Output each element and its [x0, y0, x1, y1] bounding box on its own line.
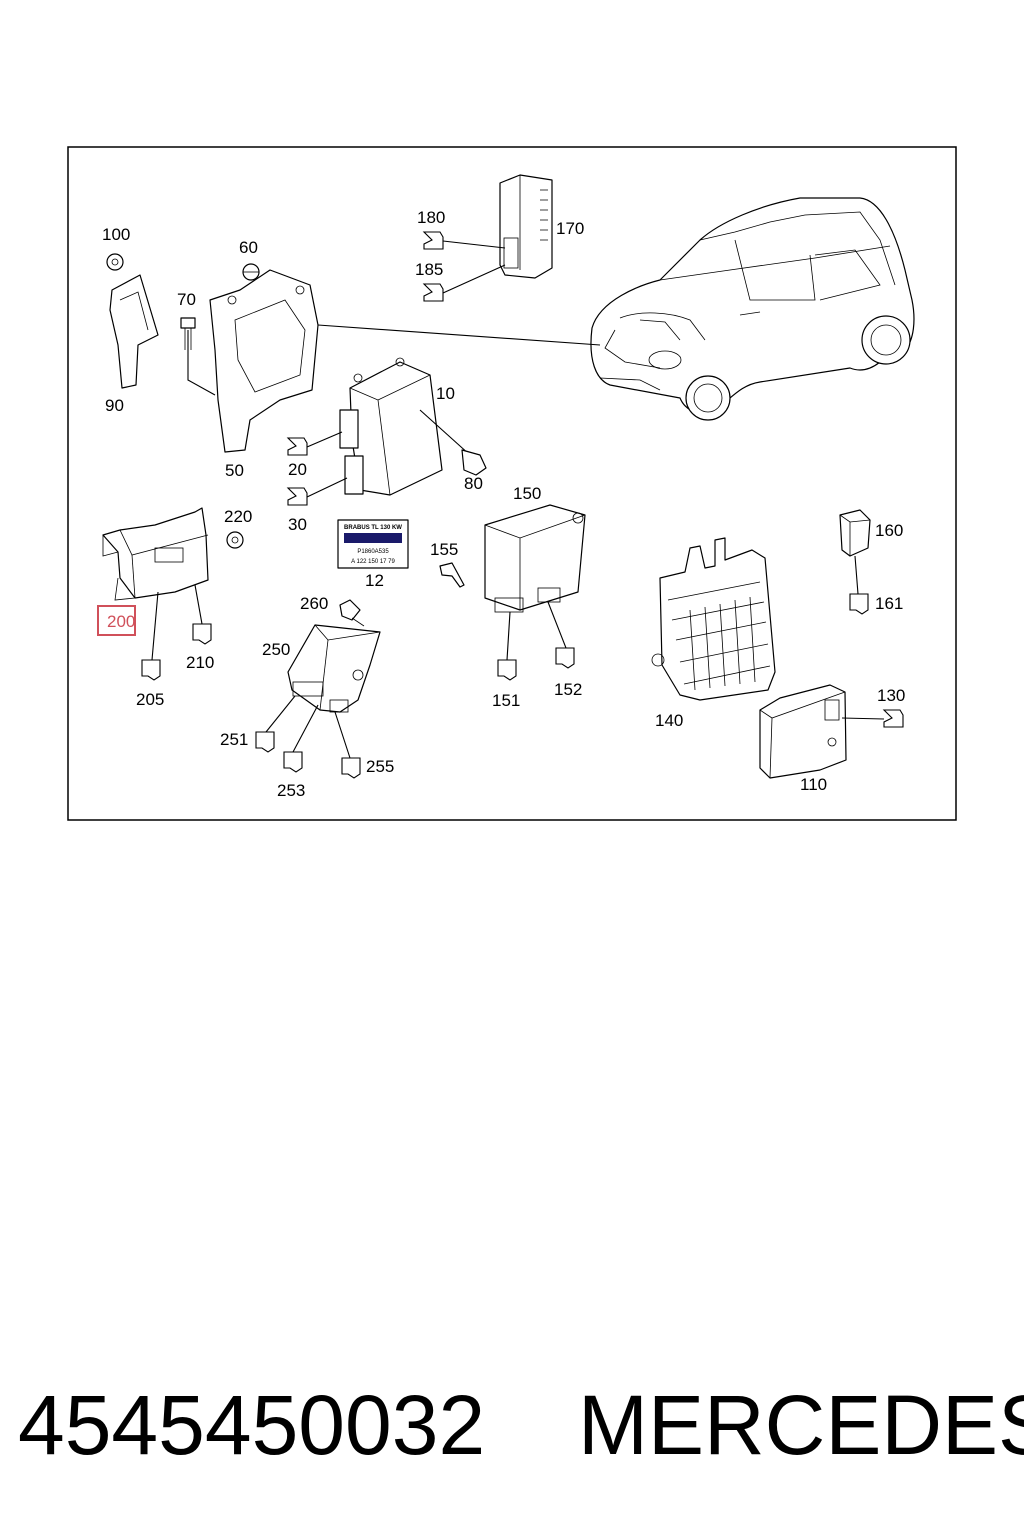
callout-250: 250 — [262, 640, 290, 659]
callout-255: 255 — [366, 757, 394, 776]
callout-220: 220 — [224, 507, 252, 526]
callout-60: 60 — [239, 238, 258, 257]
callout-140: 140 — [655, 711, 683, 730]
module-150 — [439, 504, 586, 681]
callout-150: 150 — [513, 484, 541, 503]
callout-205: 205 — [136, 690, 164, 709]
callout-90: 90 — [105, 396, 124, 415]
diagram-frame — [67, 146, 957, 821]
callout-80: 80 — [464, 474, 483, 493]
module-250 — [255, 599, 381, 779]
callout-185: 185 — [415, 260, 443, 279]
callout-180: 180 — [417, 208, 445, 227]
callout-70: 70 — [177, 290, 196, 309]
highlight-box-200 — [97, 605, 136, 636]
callout-20: 20 — [288, 460, 307, 479]
callout-152: 152 — [554, 680, 582, 699]
mounting-plate-50 — [180, 263, 319, 453]
callout-12: 12 — [365, 571, 384, 590]
callout-130: 130 — [877, 686, 905, 705]
callout-30: 30 — [288, 515, 307, 534]
callout-251: 251 — [220, 730, 248, 749]
callout-110: 110 — [800, 775, 827, 794]
callout-161: 161 — [875, 594, 903, 613]
callout-10: 10 — [436, 384, 455, 403]
callout-155: 155 — [430, 540, 458, 559]
brand-name: MERCEDES — [578, 1378, 1024, 1472]
sticker-line-2: P1860A535 — [357, 549, 389, 555]
sticker-line-3: A 122 150 17 79 — [351, 559, 395, 565]
part-number: 4545450032 — [18, 1378, 486, 1472]
bracket-90 — [106, 253, 159, 389]
callout-170: 170 — [556, 219, 584, 238]
callout-100: 100 — [102, 225, 130, 244]
label-sticker-12: BRABUS TL 130 KW P1860A535 A 122 150 17 … — [337, 519, 409, 569]
sticker-barcode — [344, 533, 402, 543]
callout-200: 200 — [107, 612, 135, 631]
ecu-10 — [286, 357, 487, 506]
callout-160: 160 — [875, 521, 903, 540]
callout-50: 50 — [225, 461, 244, 480]
module-110 — [759, 684, 904, 779]
callout-210: 210 — [186, 653, 214, 672]
callout-151: 151 — [492, 691, 520, 710]
module-200 — [102, 507, 244, 681]
car-illustration — [590, 197, 915, 421]
fuse-box-140 — [651, 537, 776, 701]
sticker-line-1: BRABUS TL 130 KW — [344, 525, 402, 531]
callout-260: 260 — [300, 594, 328, 613]
parts-diagram: BRABUS TL 130 KW P1860A535 A 122 150 17 … — [67, 146, 957, 821]
module-170 — [422, 174, 553, 302]
relay-160 — [839, 509, 871, 615]
callout-253: 253 — [277, 781, 305, 800]
